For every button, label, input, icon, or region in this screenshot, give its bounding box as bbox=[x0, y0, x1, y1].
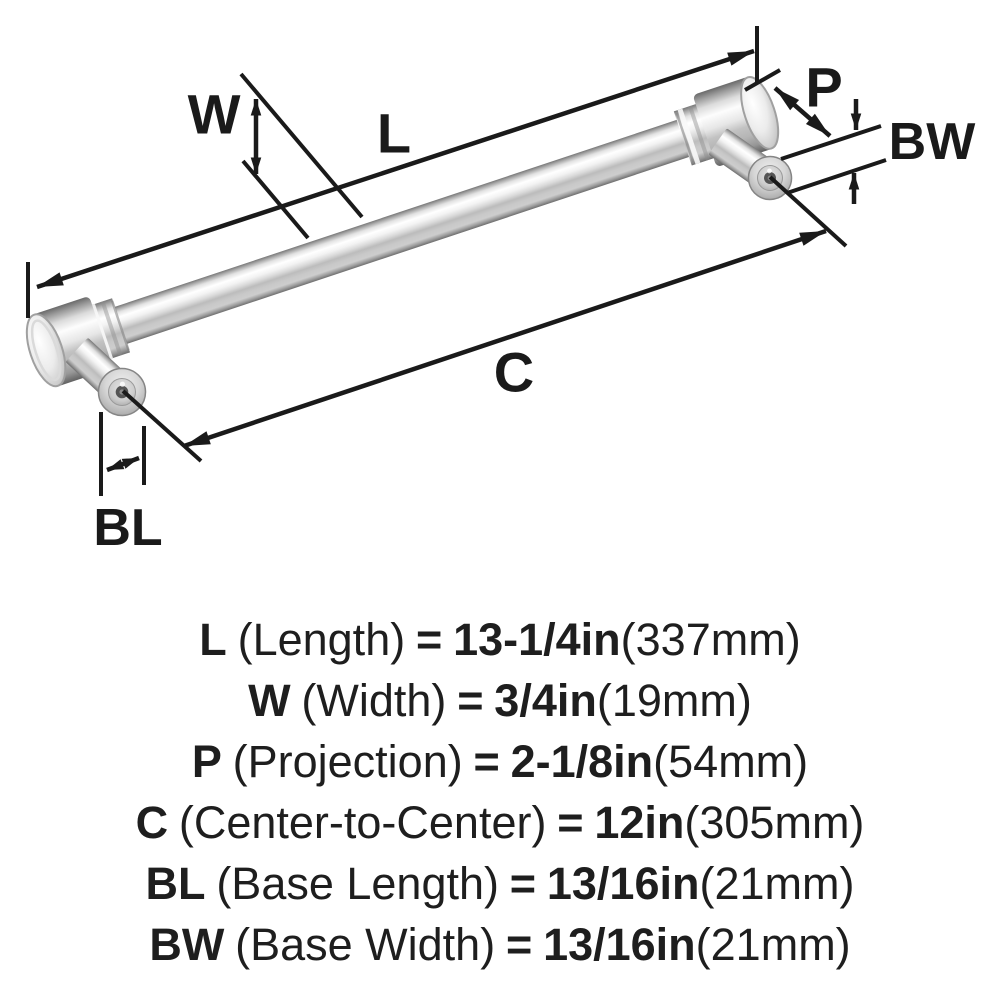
spec-metric: (19mm) bbox=[596, 675, 752, 726]
spec-value: 12in bbox=[594, 797, 685, 848]
dim-label-basewidth: BW bbox=[889, 113, 977, 171]
spec-symbol: W bbox=[248, 675, 291, 726]
spec-symbol: BW bbox=[149, 919, 225, 970]
dim-label-baselength: BL bbox=[93, 499, 162, 557]
spec-name: (Center-to-Center) bbox=[178, 797, 547, 848]
equals-sign: = bbox=[509, 858, 537, 909]
spec-value: 13/16in bbox=[543, 919, 696, 970]
spec-name: (Projection) bbox=[232, 736, 463, 787]
spec-metric: (337mm) bbox=[620, 614, 801, 665]
dim-witness-center-left bbox=[121, 389, 203, 463]
dim-label-width: W bbox=[188, 83, 241, 146]
end-cap-left bbox=[25, 297, 112, 388]
spec-name: (Base Width) bbox=[235, 919, 496, 970]
spec-row-projection: P(Projection)=2-1/8in(54mm) bbox=[0, 731, 1000, 792]
dim-tick-projection bbox=[744, 68, 781, 92]
spec-row-length: L(Length)=13-1/4in(337mm) bbox=[0, 609, 1000, 670]
dim-witness-basewidth-top bbox=[780, 124, 882, 161]
equals-sign: = bbox=[557, 797, 584, 848]
spec-metric: (21mm) bbox=[695, 919, 851, 970]
spec-row-base-width: BW(Base Width)=13/16in(21mm) bbox=[0, 914, 1000, 975]
dimension-diagram: W L P C BL BW bbox=[25, 26, 977, 557]
dim-line-length bbox=[36, 48, 755, 290]
spec-value: 13-1/4in bbox=[453, 614, 621, 665]
equals-sign: = bbox=[473, 736, 500, 787]
dim-line-center bbox=[183, 228, 827, 449]
spec-symbol: P bbox=[191, 736, 222, 787]
dim-arrow-projection bbox=[773, 86, 832, 138]
spec-value: 3/4in bbox=[494, 675, 597, 726]
spec-symbol: BL bbox=[145, 858, 206, 909]
spec-metric: (305mm) bbox=[684, 797, 865, 848]
spec-symbol: C bbox=[135, 797, 169, 848]
spec-row-base-length: BL(Base Length)=13/16in(21mm) bbox=[0, 853, 1000, 914]
spec-metric: (54mm) bbox=[653, 736, 809, 787]
dim-label-length: L bbox=[377, 102, 411, 165]
spec-row-width: W(Width)=3/4in(19mm) bbox=[0, 670, 1000, 731]
end-cap-left-face bbox=[25, 313, 67, 388]
dim-witness-width-top bbox=[239, 72, 364, 219]
equals-sign: = bbox=[416, 614, 443, 665]
equals-sign: = bbox=[505, 919, 533, 970]
spec-name: (Length) bbox=[237, 614, 406, 665]
spec-value: 2-1/8in bbox=[510, 736, 654, 787]
equals-sign: = bbox=[457, 675, 484, 726]
spec-name: (Base Length) bbox=[216, 858, 499, 909]
spec-symbol: L bbox=[199, 614, 227, 665]
dim-witness-center-right bbox=[768, 175, 848, 248]
dim-arrow-baselength bbox=[106, 455, 140, 473]
dim-label-projection: P bbox=[805, 56, 842, 119]
dimension-lines bbox=[26, 26, 887, 496]
spec-list: L(Length)=13-1/4in(337mm) W(Width)=3/4in… bbox=[0, 609, 1000, 975]
spec-row-center-to-center: C(Center-to-Center)=12in(305mm) bbox=[0, 792, 1000, 853]
spec-name: (Width) bbox=[301, 675, 447, 726]
dim-label-center: C bbox=[494, 341, 534, 404]
spec-metric: (21mm) bbox=[699, 858, 855, 909]
spec-value: 13/16in bbox=[546, 858, 700, 909]
dim-witness-basewidth-bottom bbox=[786, 158, 887, 195]
